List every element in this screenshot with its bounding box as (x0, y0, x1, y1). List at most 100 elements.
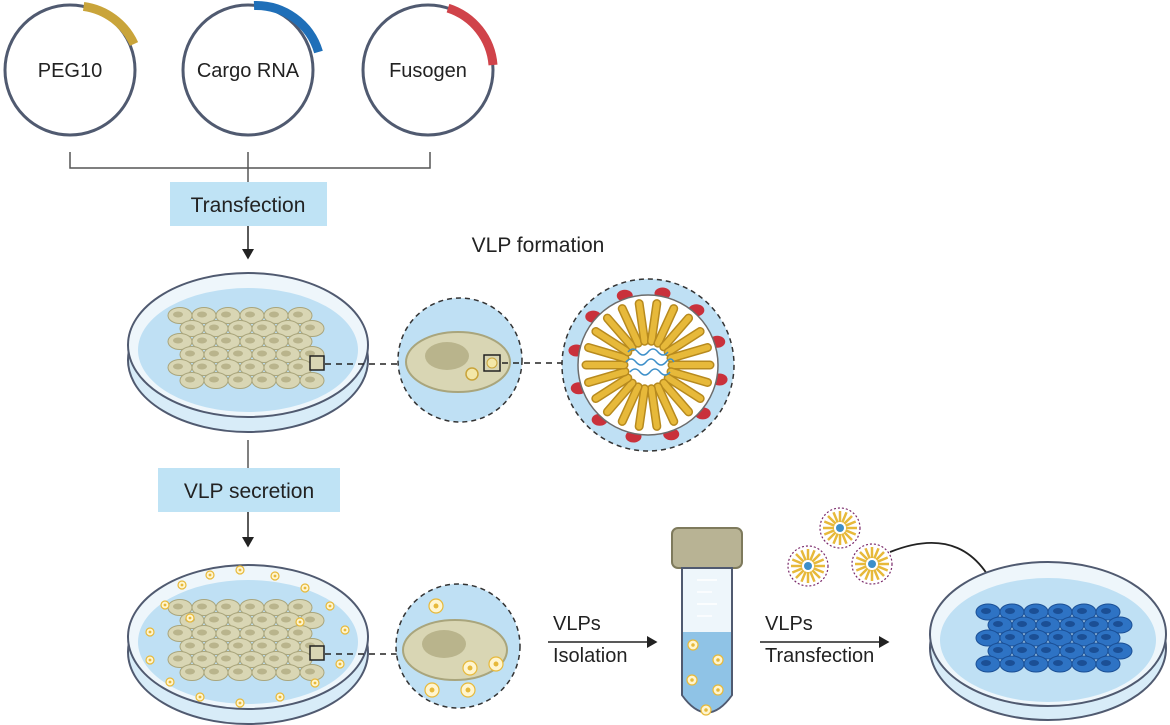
vlp-particle (295, 617, 305, 627)
capsid-protein (659, 378, 694, 417)
target-cell (1083, 642, 1109, 660)
capsid-protein (584, 367, 630, 387)
plasmid-cargo-rna-gene-arc (253, 0, 323, 54)
cell (287, 599, 313, 616)
cell (167, 333, 193, 350)
cell-monolayer-2 (167, 599, 325, 681)
vlp-particle-large (819, 507, 861, 549)
target-cell (1047, 603, 1073, 621)
cell (215, 651, 241, 668)
cell (203, 320, 229, 337)
vlps-transfection-line2: Transfection (765, 645, 874, 667)
capsid-protein (591, 326, 633, 357)
plasmid-cargo-rna: Cargo RNA (181, 0, 323, 137)
zoomed-cell-secreting (395, 583, 521, 709)
vlp-particle (300, 583, 310, 593)
plasmid-fusogen: Fusogen (361, 3, 498, 137)
cell (203, 612, 229, 629)
cell (215, 359, 241, 376)
target-cell (1095, 603, 1121, 621)
target-cell (975, 655, 1001, 673)
transfection-label: Transfection (191, 194, 306, 217)
plasmid-peg10-gene-arc (82, 1, 139, 47)
budding-vlp (465, 367, 479, 381)
cell (227, 612, 253, 629)
transfection-step: Transfection (170, 182, 327, 226)
cell (239, 599, 265, 616)
plasmid-bracket (69, 152, 431, 182)
cargo-rna (625, 348, 675, 376)
capsid-protein (653, 304, 679, 348)
cell (299, 372, 325, 389)
cell (191, 625, 217, 642)
cell (299, 664, 325, 681)
target-cell (1095, 655, 1121, 673)
cell (179, 320, 205, 337)
vlp-particle (185, 613, 195, 623)
vlp-particle (712, 654, 724, 666)
cell (203, 346, 229, 363)
target-cell (1047, 629, 1073, 647)
cell (251, 638, 277, 655)
secreted-vlps (145, 565, 350, 708)
target-cell (1083, 616, 1109, 634)
cell (203, 638, 229, 655)
vlp-particle (686, 674, 698, 686)
vlp-formation-label: VLP formation (472, 234, 605, 257)
cell (251, 372, 277, 389)
target-cell (1071, 629, 1097, 647)
plasmid-peg10-label: PEG10 (38, 60, 102, 82)
vlp-detail (561, 278, 735, 452)
target-cell (1059, 642, 1085, 660)
cell (299, 612, 325, 629)
cell (263, 599, 289, 616)
vlp-particle (428, 598, 444, 614)
target-cell (1059, 616, 1085, 634)
cell (167, 359, 193, 376)
capsid-protein (617, 304, 643, 348)
vlp-particle-large (787, 545, 829, 587)
capsid-protein (634, 299, 650, 346)
plasmid-peg10: PEG10 (3, 1, 139, 137)
capsid-protein (663, 326, 705, 357)
vlps-isolation-line1: VLPs (553, 613, 601, 635)
target-cell (1023, 603, 1049, 621)
vlp-particle-large (851, 543, 893, 585)
target-cell (1071, 655, 1097, 673)
vlp-particle (325, 601, 335, 611)
vlp-particle (177, 580, 187, 590)
target-cell (1023, 655, 1049, 673)
vlp-particle (712, 684, 724, 696)
plasmid-fusogen-gene-arc (446, 3, 498, 66)
target-cell-monolayer (975, 603, 1133, 673)
capsid-protein (634, 384, 650, 431)
vlps-transfection-line1: VLPs (765, 613, 813, 635)
capsid-protein (666, 367, 712, 387)
vlp-transfection-step: VLPs Transfection (760, 613, 890, 667)
cell (227, 664, 253, 681)
capsid-protein (602, 313, 637, 352)
nucleus (425, 342, 469, 370)
cell (263, 651, 289, 668)
vlp-particle (488, 656, 504, 672)
target-cell (1035, 642, 1061, 660)
target-cell (999, 655, 1025, 673)
zoom-box-2 (483, 354, 501, 372)
capsid-protein (653, 382, 679, 426)
vlp-particle (340, 625, 350, 635)
culture-dish-secreting (127, 564, 369, 725)
vlp-particle (145, 627, 155, 637)
cell (275, 320, 301, 337)
vlp-particle (235, 698, 245, 708)
target-cell (1107, 616, 1133, 634)
tube-cap (671, 527, 743, 569)
cell (191, 307, 217, 324)
cell (179, 372, 205, 389)
vlp-particle (275, 692, 285, 702)
vlp-particle (165, 677, 175, 687)
cell (227, 372, 253, 389)
cell (275, 638, 301, 655)
capsid-protein (659, 313, 694, 352)
isolation-step: VLPs Isolation (548, 613, 658, 667)
